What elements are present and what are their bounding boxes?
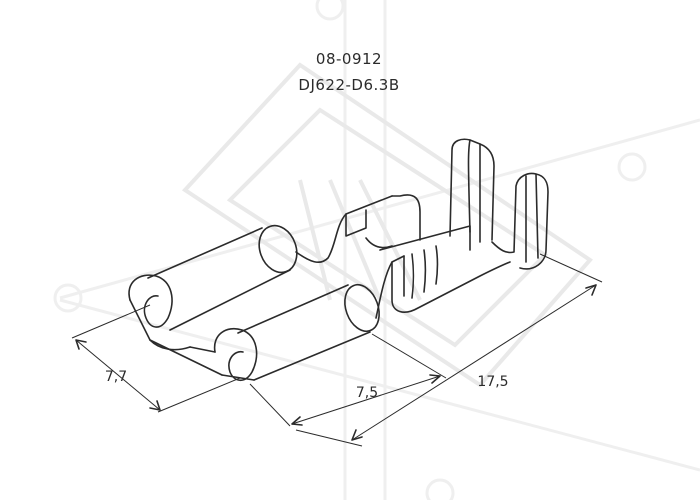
part-code-label: 08-0912 xyxy=(316,50,382,68)
dimension-total-label: 17,5 xyxy=(477,374,508,390)
part-model-label: DJ622-D6.3B xyxy=(298,76,399,94)
female-terminal-outline xyxy=(128,138,549,382)
dimension-width: 7,7 xyxy=(71,304,241,413)
dimension-width-label: 7,7 xyxy=(105,369,127,385)
dimension-barrel-label: 7,5 xyxy=(356,385,378,401)
watermark-logo xyxy=(53,0,700,500)
dimension-total: 17,5 xyxy=(295,253,603,447)
dimension-barrel: 7,5 xyxy=(249,333,447,427)
